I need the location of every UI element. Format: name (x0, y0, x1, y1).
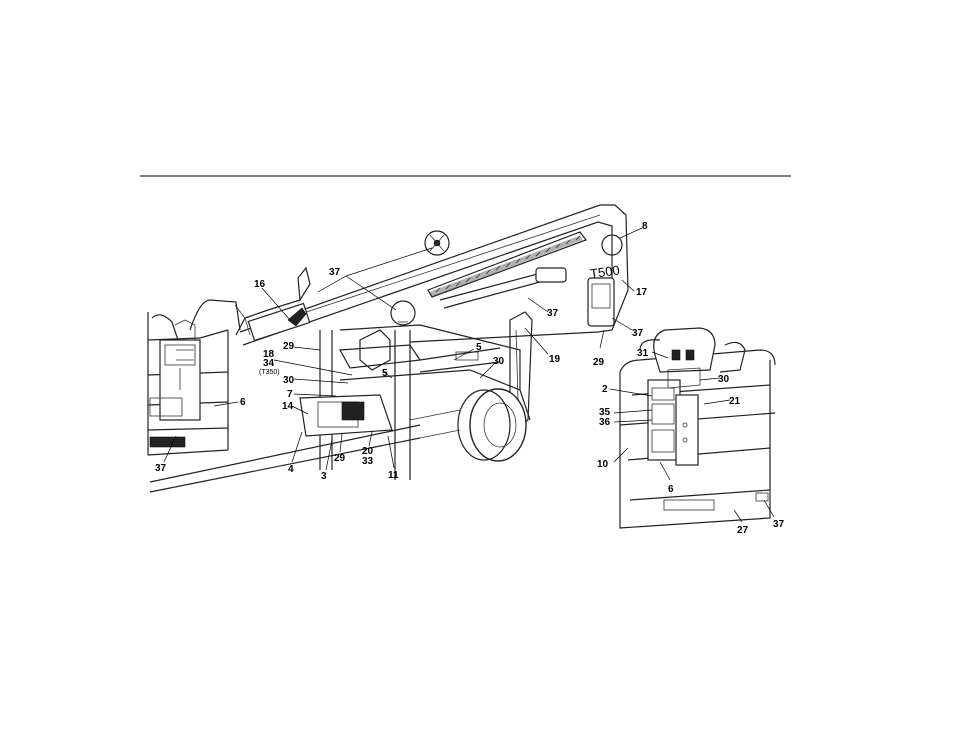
callout-37: 37 (329, 267, 341, 278)
callout-2: 2 (602, 384, 608, 395)
callout-36: 36 (599, 417, 611, 428)
callout-37: 37 (155, 463, 167, 474)
callout-3: 3 (321, 471, 327, 482)
wheel (458, 389, 526, 461)
left-platform-basket (148, 300, 240, 455)
callout-34-note: (T350) (259, 369, 280, 376)
callout-30: 30 (493, 356, 505, 367)
callout-37: 37 (547, 308, 559, 319)
callout-29: 29 (593, 357, 605, 368)
callout-8: 8 (642, 221, 648, 232)
callout-21: 21 (729, 396, 741, 407)
callout-leader-lines (164, 228, 774, 522)
callout-labels: 8 17 37 37 37 29 19 16 29 18 34 (T350) 3… (155, 221, 785, 536)
callout-6: 6 (668, 484, 674, 495)
boom-assembly: T500 (235, 205, 628, 345)
callout-30: 30 (718, 374, 730, 385)
callout-37: 37 (773, 519, 785, 530)
callout-10: 10 (597, 459, 609, 470)
callout-4: 4 (288, 464, 294, 475)
callout-5: 5 (382, 368, 388, 379)
callout-37: 37 (632, 328, 644, 339)
callout-7: 7 (287, 389, 293, 400)
callout-30: 30 (283, 375, 295, 386)
callout-6: 6 (240, 397, 246, 408)
callout-5: 5 (476, 342, 482, 353)
model-decal-text: T500 (589, 262, 620, 281)
callout-11: 11 (388, 470, 399, 481)
callout-17: 17 (636, 287, 648, 298)
callout-29: 29 (334, 453, 346, 464)
callout-33: 33 (362, 456, 374, 467)
base-outline (150, 425, 420, 492)
callout-19: 19 (549, 354, 561, 365)
callout-29: 29 (283, 341, 295, 352)
callout-31: 31 (637, 348, 649, 359)
callout-34: 34 (263, 358, 275, 369)
callout-14: 14 (282, 401, 294, 412)
callout-16: 16 (254, 279, 266, 290)
callout-27: 27 (737, 525, 749, 536)
